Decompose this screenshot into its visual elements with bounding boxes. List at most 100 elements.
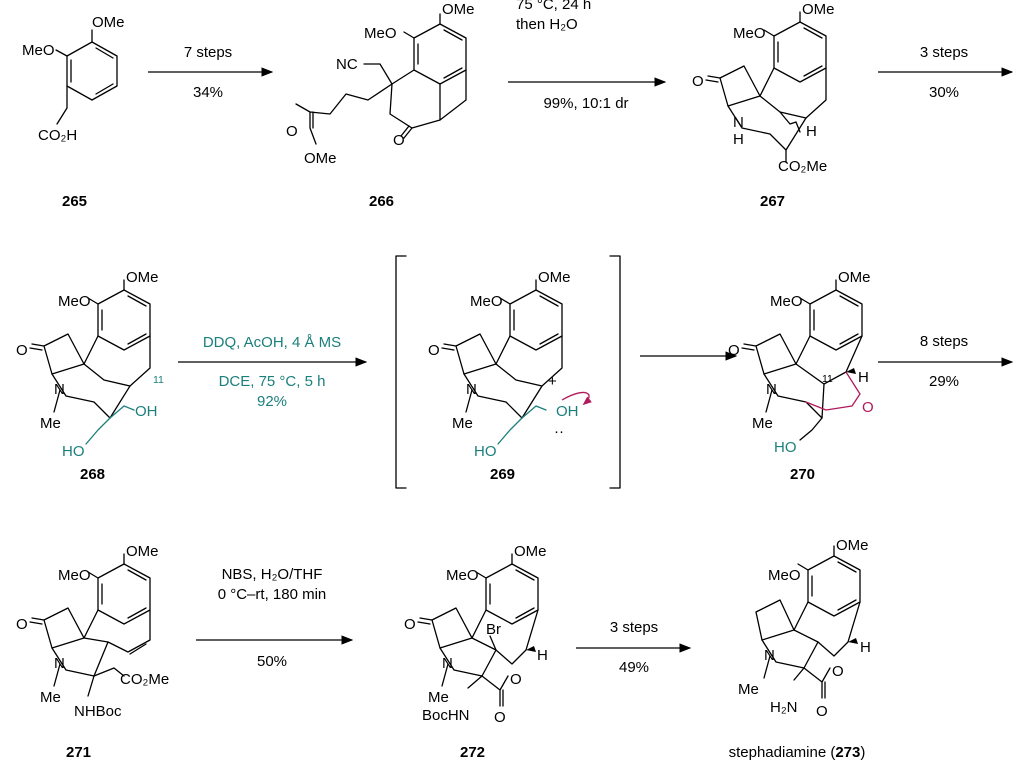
- compound-number-268: 268: [80, 466, 105, 483]
- h-label: H: [860, 639, 871, 656]
- conditions-above: 3 steps: [610, 619, 658, 636]
- hydroxymethyl-arms-269: [497, 405, 547, 445]
- amide-n-label: N: [733, 114, 744, 131]
- structure-273: [755, 545, 861, 699]
- bochn-label: BocHN: [422, 707, 470, 724]
- wedge-bond: [848, 638, 858, 644]
- condition-line: 50%: [257, 653, 287, 670]
- meo-label: MeO: [58, 567, 91, 584]
- meo-label: MeO: [770, 293, 803, 310]
- ring-h-label: H: [806, 123, 817, 140]
- ring-o-label: O: [510, 671, 522, 688]
- lactone-o-label: O: [494, 709, 506, 726]
- conditions-above: DDQ, AcOH, 4 Å MS: [203, 334, 341, 351]
- condition-line: then H₂O: [516, 16, 578, 33]
- n-label: N: [442, 655, 453, 672]
- ome-label: OMe: [442, 1, 475, 18]
- compound-265: OMe MeO CO₂H 265: [22, 14, 125, 210]
- structure-268: [29, 279, 151, 419]
- meo-label: MeO: [58, 293, 91, 310]
- condition-line: NBS, H₂O/THF: [222, 566, 323, 583]
- ketone-o-label: O: [393, 132, 405, 149]
- meo-label: MeO: [446, 567, 479, 584]
- condition-line: 30%: [929, 84, 959, 101]
- hydroxymethyl-arms-268: [85, 405, 135, 445]
- conditions-below: 29%: [929, 373, 959, 390]
- n-label: N: [466, 381, 477, 398]
- structure-269: [441, 279, 563, 419]
- compound-268: OMe MeO O N Me 11 OH HO 268: [16, 269, 164, 483]
- meo-label: MeO: [470, 293, 503, 310]
- acid-label: CO₂H: [38, 127, 77, 144]
- lactam-o-label: O: [728, 342, 740, 359]
- amine-label: H₂N: [770, 699, 798, 716]
- compound-number-265: 265: [62, 193, 87, 210]
- compound-270: OMe MeO O N Me 11 H O HO 270: [728, 269, 874, 483]
- n-label: N: [54, 655, 65, 672]
- compound-name-close: ): [860, 744, 865, 761]
- compound-number-271: 271: [66, 744, 91, 761]
- conditions-above: 8 steps: [920, 333, 968, 350]
- condition-line: 0 °C–rt, 180 min: [218, 586, 327, 603]
- oh-label: OH: [556, 403, 579, 420]
- n-label: N: [54, 381, 65, 398]
- condition-line: 75 °C, 24 h: [516, 0, 591, 13]
- structure-272: [417, 553, 539, 707]
- n-methyl-label: Me: [452, 415, 473, 432]
- lactam-o-label: O: [16, 342, 28, 359]
- lactam-o-label: O: [692, 73, 704, 90]
- ome-label: OMe: [802, 1, 835, 18]
- n-methyl-label: Me: [40, 415, 61, 432]
- nitrile-label: NC: [336, 56, 358, 73]
- reaction-arrow-3: 3 steps 30%: [878, 44, 1014, 101]
- structure-271: [29, 553, 151, 697]
- ome-label: OMe: [838, 269, 871, 286]
- ether-o-label: O: [862, 399, 874, 416]
- compound-269: OMe MeO O N Me + OH ·· HO 269: [428, 269, 592, 483]
- n-methyl-label: Me: [40, 689, 61, 706]
- wedge-bond: [526, 646, 536, 652]
- ester-carbonyl-o-label: O: [286, 123, 298, 140]
- condition-line: 8 steps: [920, 333, 968, 350]
- lactone-o-label: O: [816, 703, 828, 720]
- reaction-arrow-1: 7 steps 34%: [148, 44, 274, 101]
- new-ether-bonds-270: [805, 371, 861, 411]
- meo-label: MeO: [733, 25, 766, 42]
- compound-266: OMe MeO NC O O OMe 266: [286, 1, 475, 210]
- n-methyl-label: Me: [752, 415, 773, 432]
- h-label: H: [537, 647, 548, 664]
- c11-locant: 11: [153, 374, 164, 386]
- compound-number-270: 270: [790, 466, 815, 483]
- compound-272: OMe MeO O N Me Br O H O BocHN 272: [404, 543, 548, 761]
- ho-label: HO: [474, 443, 497, 460]
- compound-number-269: 269: [490, 466, 515, 483]
- conditions-below: 50%: [257, 653, 287, 670]
- compound-name-273: stephadiamine (273): [729, 744, 866, 761]
- conditions-above: 7 steps: [184, 44, 232, 61]
- ester-label: CO₂Me: [120, 671, 169, 688]
- wedge-bond: [846, 368, 856, 374]
- conditions-below: 34%: [193, 84, 223, 101]
- intermediate-brackets: [395, 255, 621, 489]
- condition-line: DCE, 75 °C, 5 h: [219, 373, 326, 390]
- condition-line: 29%: [929, 373, 959, 390]
- n-label: N: [764, 647, 775, 664]
- ome-label: OMe: [538, 269, 571, 286]
- compound-271: OMe MeO O N Me CO₂Me NHBoc 271: [16, 543, 169, 761]
- condition-line: 49%: [619, 659, 649, 676]
- structure-265: [55, 29, 118, 125]
- compound-number-272: 272: [460, 744, 485, 761]
- ome-label: OMe: [514, 543, 547, 560]
- n-label: N: [766, 381, 777, 398]
- ester-ome-label: OMe: [304, 150, 337, 167]
- amide-h-label: H: [733, 131, 744, 148]
- ome-label: OMe: [836, 537, 869, 554]
- conditions-above: NBS, H₂O/THF 0 °C–rt, 180 min: [218, 566, 327, 603]
- compound-number-266: 266: [369, 193, 394, 210]
- condition-line: 34%: [193, 84, 223, 101]
